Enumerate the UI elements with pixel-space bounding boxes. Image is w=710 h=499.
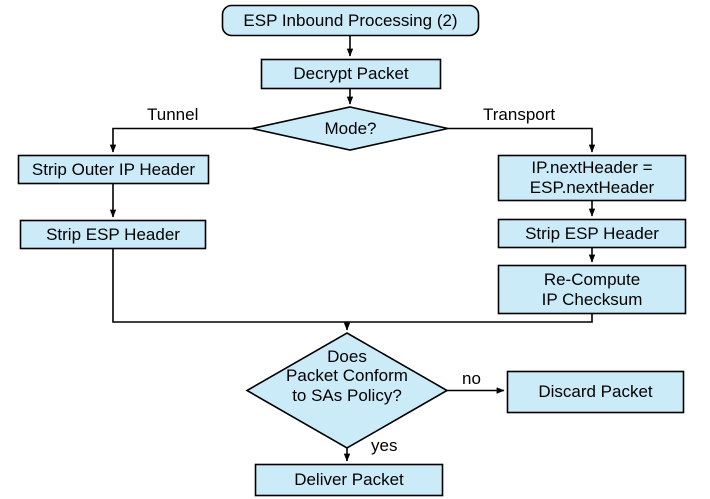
node-recompute-shape [497,264,687,315]
node-discard-shape [506,370,685,414]
node-deliver-shape [254,463,444,497]
edge-label-transport: Transport [483,105,556,124]
edge-recompute-to-conform [347,313,593,323]
node-nextheader-shape [497,154,687,202]
node-start-shape [221,4,480,37]
edge-strip-esp-left-to-conform [112,248,351,331]
node-conform-shape [245,332,449,449]
edge-mode-to-nextheader [448,127,596,153]
node-decrypt-shape [260,58,442,90]
node-strip-esp-left-shape [19,219,207,250]
edge-label-no: no [462,369,481,388]
edge-label-yes: yes [371,436,398,455]
edge-mode-to-strip-outer [109,127,252,153]
node-strip-outer-shape [17,154,210,185]
node-mode-shape [251,106,449,151]
node-strip-esp-right-shape [497,218,687,249]
edge-label-tunnel: Tunnel [147,105,199,124]
